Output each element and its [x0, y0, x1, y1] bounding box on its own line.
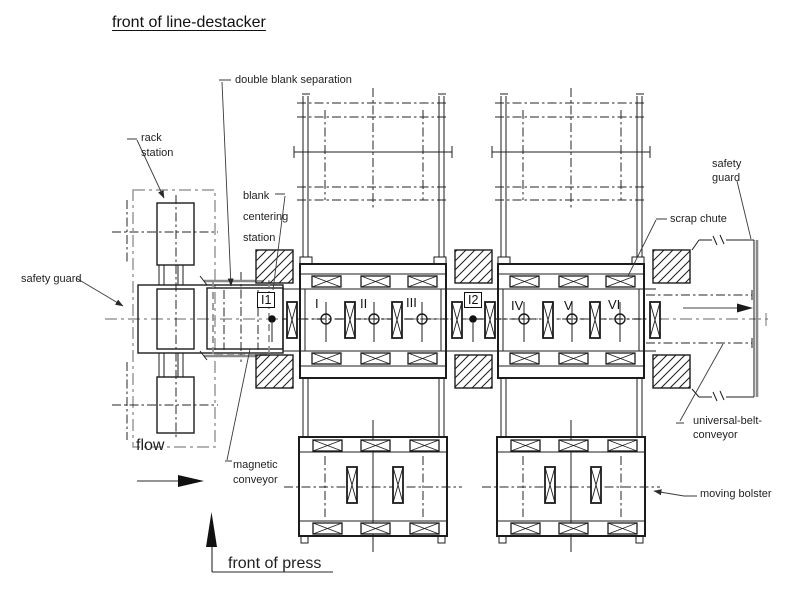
station-number-5: V [564, 298, 573, 313]
intermediate-station-marker-i1: I1 [257, 292, 276, 308]
label-flow: flow [136, 437, 165, 454]
leader-magnetic-conveyor [225, 348, 251, 462]
press-2 [485, 88, 660, 378]
rack-station [156, 195, 195, 440]
label-moving-bolster: moving bolster [700, 488, 772, 500]
destacker-safety-fence [132, 189, 216, 448]
label-universal-belt-conveyor: universal-belt- conveyor [693, 415, 763, 441]
label-double-blank-separation: double blank separation [235, 74, 352, 86]
front-of-press-arrow-icon [206, 512, 333, 573]
leader-safety-guard-right [736, 180, 752, 240]
label-magnetic-conveyor: magnetic conveyor [233, 459, 278, 486]
belt-direction-arrow-icon [683, 303, 753, 313]
flow-arrow-icon [137, 475, 204, 487]
label-blank-centering-station: blank centering station [243, 190, 289, 244]
label-front-of-press: front of press [228, 555, 322, 572]
belt-conveyor [683, 234, 759, 402]
leader-lines [75, 79, 752, 496]
label-safety-guard-right: safety guard [712, 158, 742, 184]
station-number-4: IV [511, 298, 524, 313]
intermediate-station-dot [469, 315, 477, 323]
leader-blank-centering [272, 193, 286, 291]
moving-bolster-press-2 [482, 379, 660, 552]
diagram-title: front of line-destacker [112, 14, 266, 31]
label-safety-guard-left: safety guard [21, 273, 82, 285]
label-scrap-chute: scrap chute [670, 213, 727, 225]
station-number-6: VI [608, 297, 621, 312]
intermediate-station-marker-i2: I2 [464, 292, 483, 308]
label-rack-station: rack station [141, 132, 174, 159]
intermediate-stations [268, 315, 477, 342]
leader-safety-guard-left [75, 277, 124, 307]
intermediate-station-dot [268, 315, 276, 323]
leader-universal-belt-conveyor [676, 343, 724, 424]
leader-moving-bolster [654, 491, 697, 496]
station-number-2: II [360, 296, 368, 311]
leader-double-blank-separation [219, 79, 231, 286]
station-number-3: III [406, 295, 417, 310]
moving-bolster-press-1 [284, 379, 462, 552]
press-1 [287, 88, 462, 378]
main-centerline [105, 313, 770, 326]
station-number-1: I [315, 296, 319, 311]
leader-scrap-chute [627, 218, 667, 277]
leader-rack-station [127, 138, 164, 198]
